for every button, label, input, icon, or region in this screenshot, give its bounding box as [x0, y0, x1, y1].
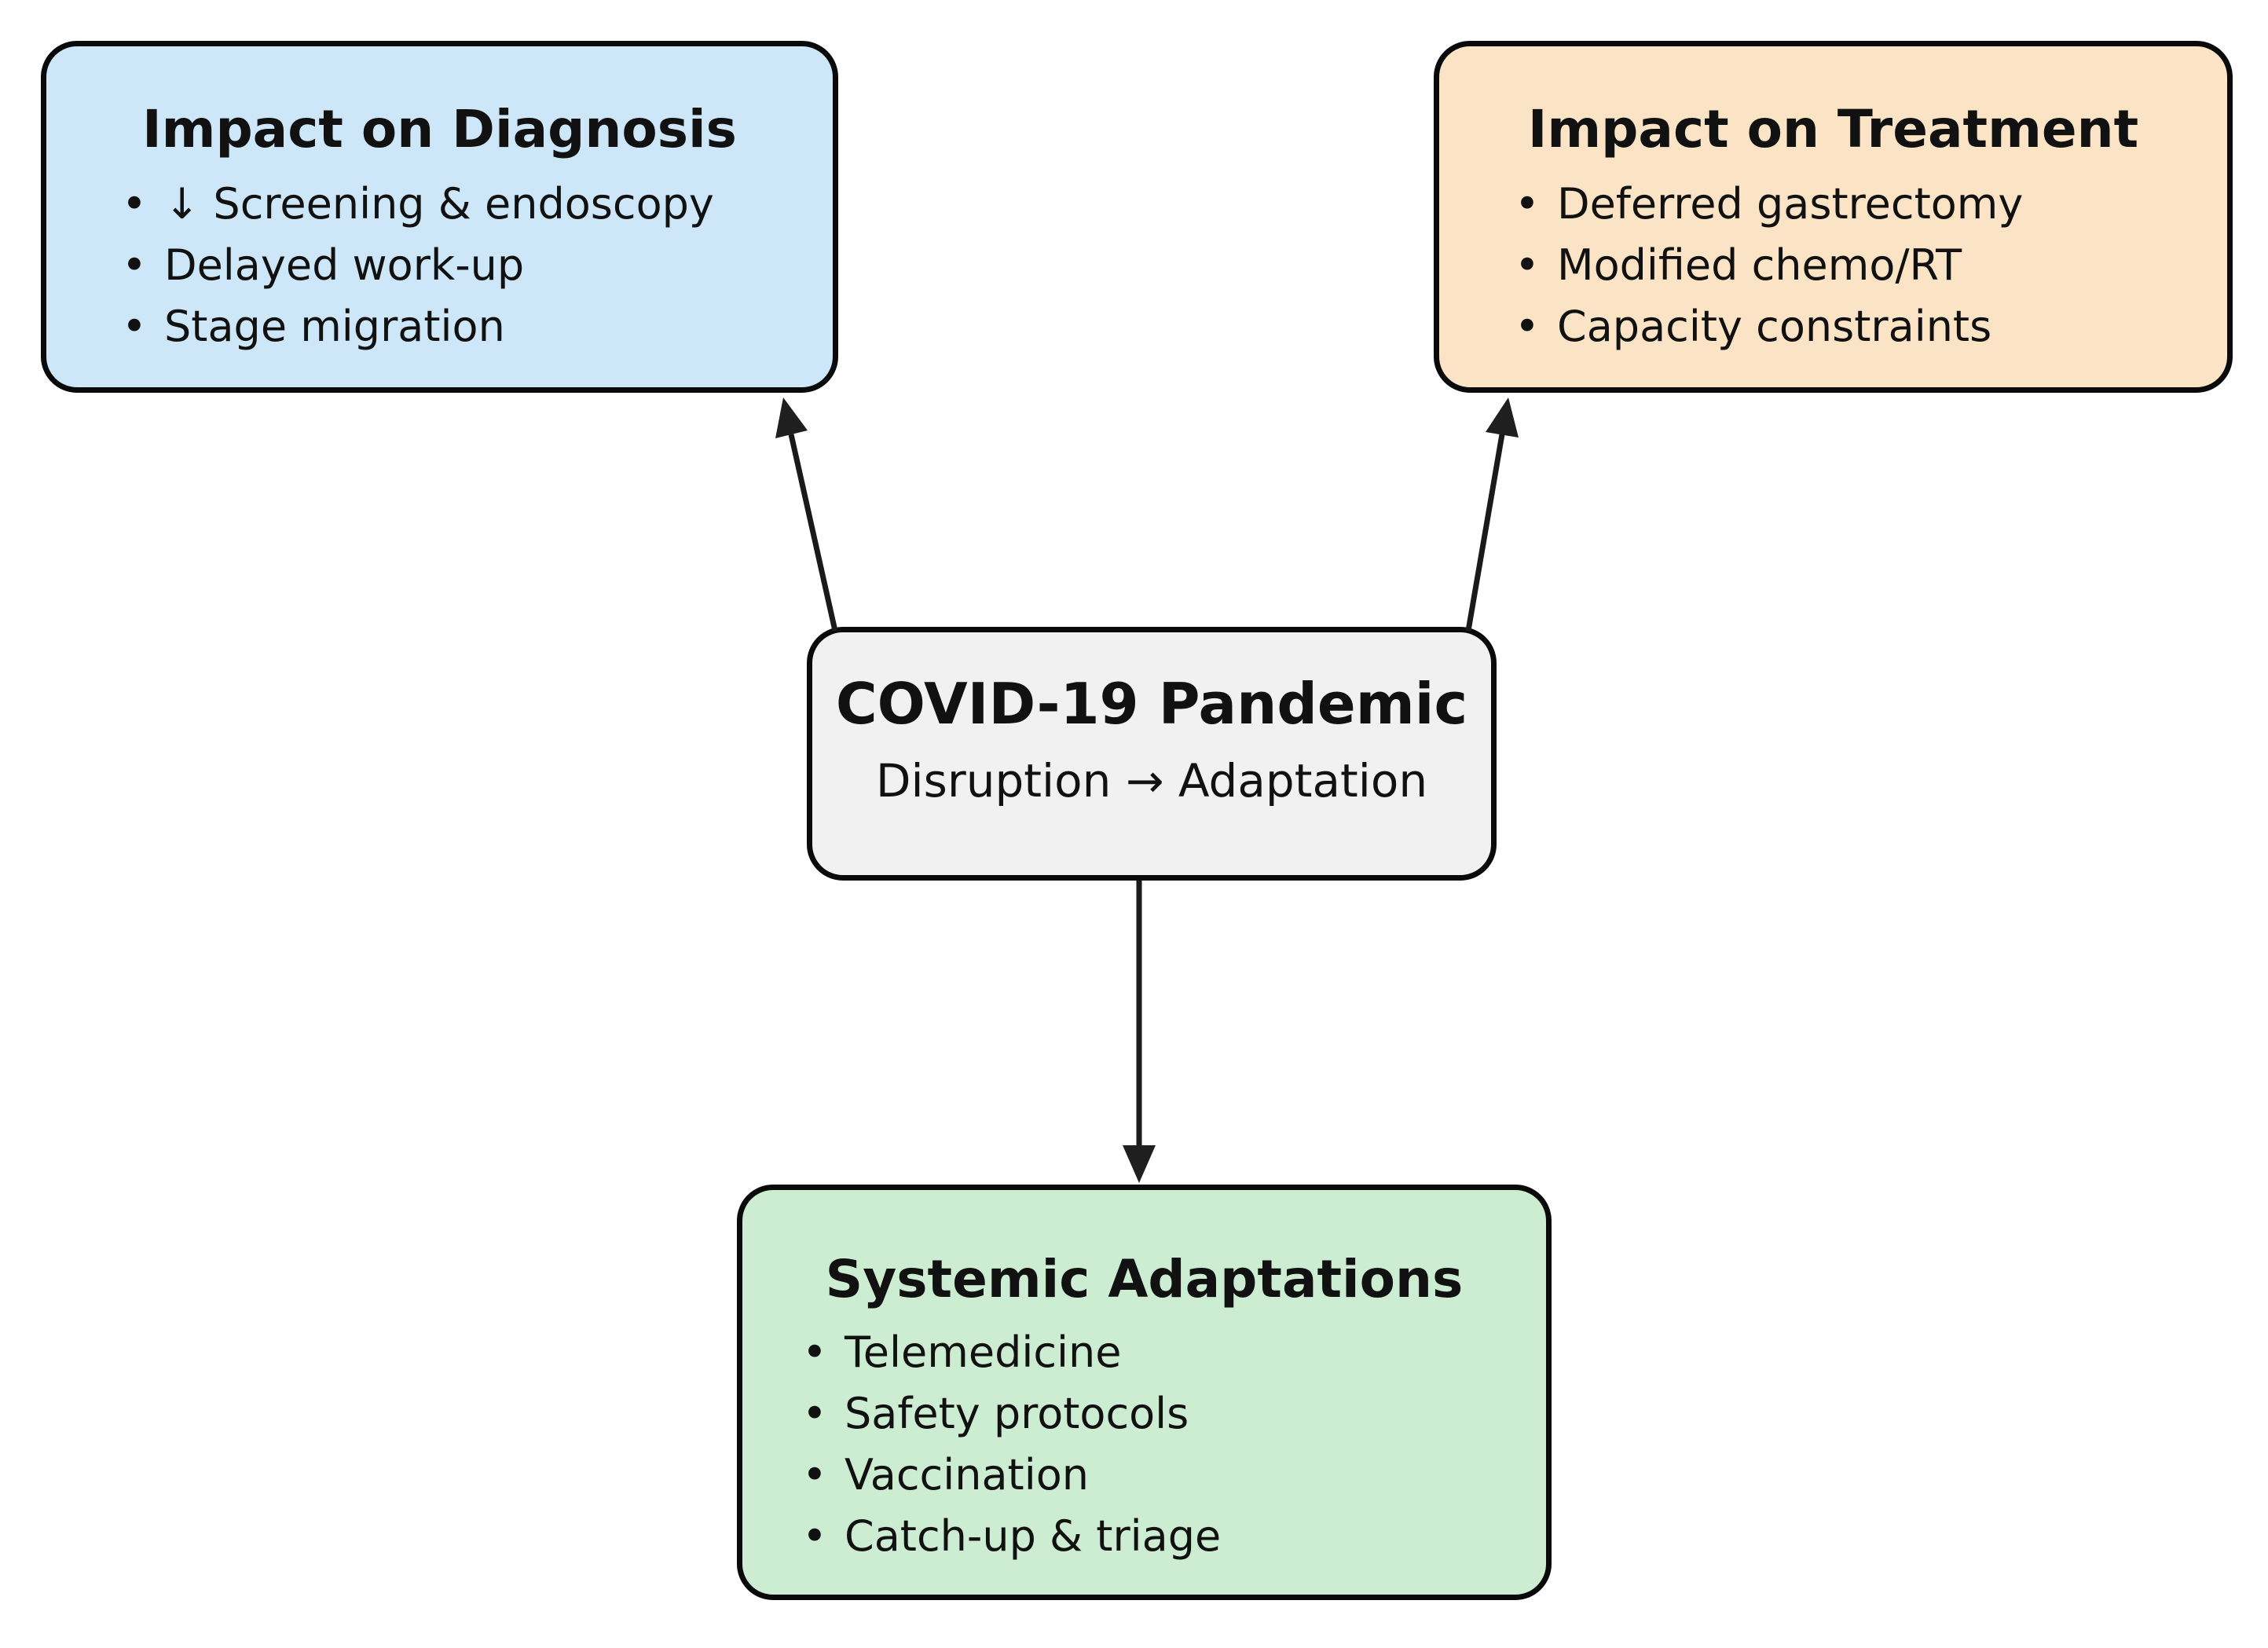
adaptations-bullet-list: Telemedicine Safety protocols Vaccinatio… [742, 1322, 1546, 1567]
adaptations-bullet-catchup: Catch-up & triage [802, 1506, 1546, 1567]
adaptations-title: Systemic Adaptations [825, 1249, 1464, 1309]
diagnosis-bullet-list: ↓ Screening & endoscopy Delayed work-up … [46, 174, 833, 357]
arrow-to-treatment [1465, 397, 1519, 632]
arrow-to-diagnosis [775, 397, 838, 632]
node-impact-diagnosis: Impact on Diagnosis ↓ Screening & endosc… [41, 41, 838, 393]
treatment-bullet-chemo: Modified chemo/RT [1515, 235, 2227, 296]
adaptations-bullet-vaccination: Vaccination [802, 1445, 1546, 1506]
node-covid-pandemic: COVID-19 Pandemic Disruption → Adaptatio… [807, 627, 1497, 881]
arrow-to-adaptations [1123, 881, 1156, 1183]
diagnosis-bullet-screening: ↓ Screening & endoscopy [122, 174, 833, 235]
pandemic-title: COVID-19 Pandemic [835, 671, 1468, 737]
node-systemic-adaptations: Systemic Adaptations Telemedicine Safety… [737, 1185, 1552, 1600]
treatment-bullet-gastrectomy: Deferred gastrectomy [1515, 174, 2227, 235]
diagnosis-bullet-stage: Stage migration [122, 296, 833, 357]
diagnosis-bullet-workup: Delayed work-up [122, 235, 833, 296]
treatment-bullet-list: Deferred gastrectomy Modified chemo/RT C… [1439, 174, 2227, 357]
adaptations-bullet-safety: Safety protocols [802, 1383, 1546, 1445]
node-impact-treatment: Impact on Treatment Deferred gastrectomy… [1434, 41, 2233, 393]
pandemic-subtitle: Disruption → Adaptation [875, 754, 1428, 808]
treatment-bullet-capacity: Capacity constraints [1515, 296, 2227, 357]
adaptations-bullet-telemedicine: Telemedicine [802, 1322, 1546, 1383]
treatment-title: Impact on Treatment [1527, 99, 2139, 159]
diagnosis-title: Impact on Diagnosis [142, 99, 737, 159]
